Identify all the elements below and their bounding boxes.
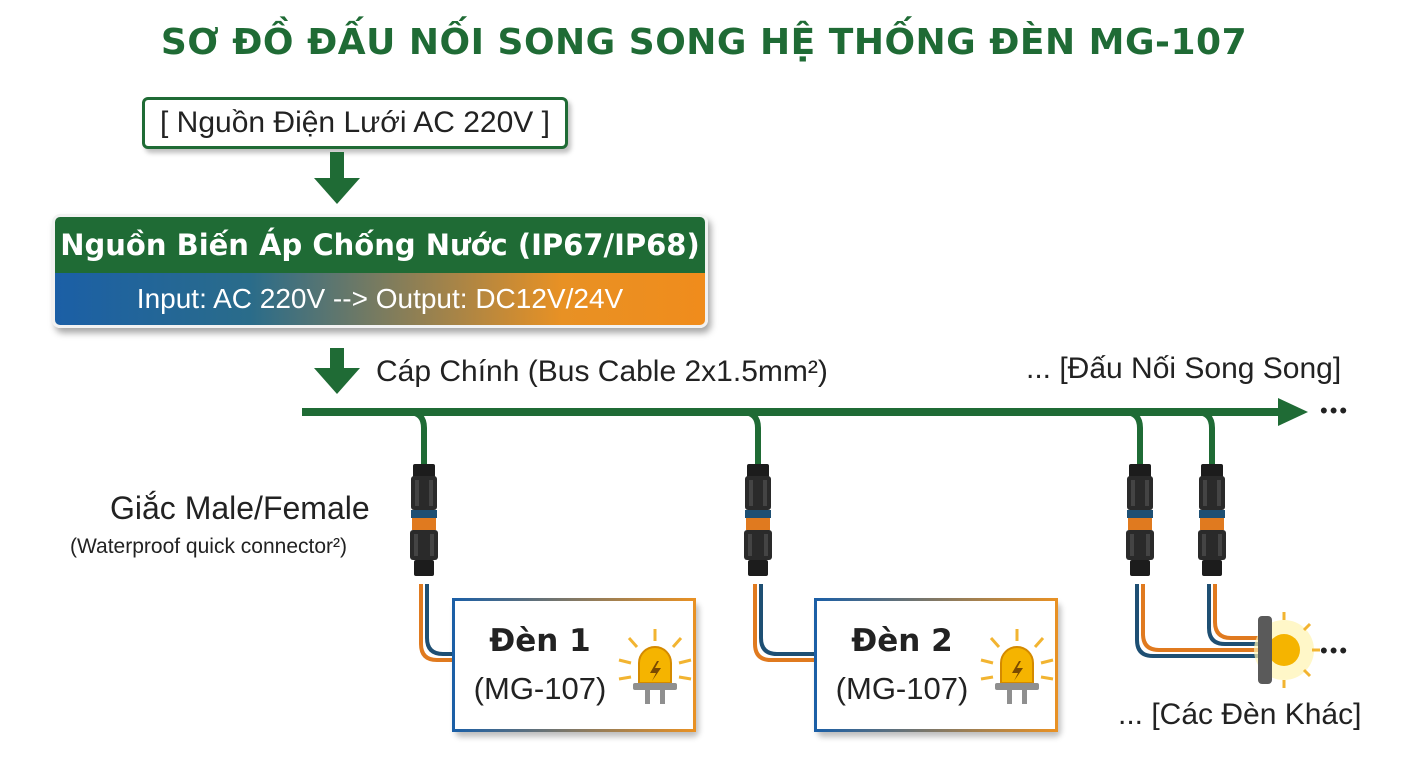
arrow-down-icon: [314, 348, 360, 394]
page-title: SƠ ĐỒ ĐẤU NỐI SONG SONG HỆ THỐNG ĐÈN MG-…: [160, 22, 1248, 63]
mains-power-box: [ Nguồn Điện Lưới AC 220V ]: [142, 97, 568, 149]
arrow-right-icon: [1278, 398, 1308, 426]
power-supply-spec: Input: AC 220V --> Output: DC12V/24V: [55, 273, 705, 325]
lamp-leads: [419, 584, 1262, 662]
bus-continuation: •••: [1320, 398, 1350, 423]
connector-label: Giắc Male/Female: [110, 490, 370, 526]
bus-cable-label: Cáp Chính (Bus Cable 2x1.5mm²): [376, 355, 828, 388]
branch-cables: [407, 409, 1215, 466]
connector-icon: [1126, 464, 1154, 576]
connector-icon: [1198, 464, 1226, 576]
connector-icon: [744, 464, 772, 576]
power-supply-name: Nguồn Biến Áp Chống Nước (IP67/IP68): [55, 217, 705, 273]
lamp-icon: [617, 627, 693, 706]
lamp-box-2: Đèn 2 (MG-107): [814, 598, 1058, 732]
parallel-connection-label: ... [Đấu Nối Song Song]: [1026, 352, 1342, 385]
power-supply-box: Nguồn Biến Áp Chống Nước (IP67/IP68) Inp…: [52, 214, 708, 328]
lamp-icon: [979, 627, 1055, 706]
bus-cable: [302, 398, 1308, 426]
lamp-name: Đèn 1: [489, 623, 591, 659]
lamp-box-1: Đèn 1 (MG-107): [452, 598, 696, 732]
lamp-model: (MG-107): [835, 671, 969, 706]
lamp-fixture-icon: [1254, 612, 1320, 688]
mains-power-label: [ Nguồn Điện Lưới AC 220V ]: [160, 106, 550, 139]
arrow-down-icon: [314, 152, 360, 204]
lamp-model: (MG-107): [473, 671, 607, 706]
other-lamps-label: ... [Các Đèn Khác]: [1118, 698, 1362, 731]
other-lamps-continuation: •••: [1320, 638, 1350, 663]
connector-icon: [410, 464, 438, 576]
lamp-name: Đèn 2: [851, 623, 953, 659]
connector-sublabel: (Waterproof quick connector²): [70, 535, 347, 558]
